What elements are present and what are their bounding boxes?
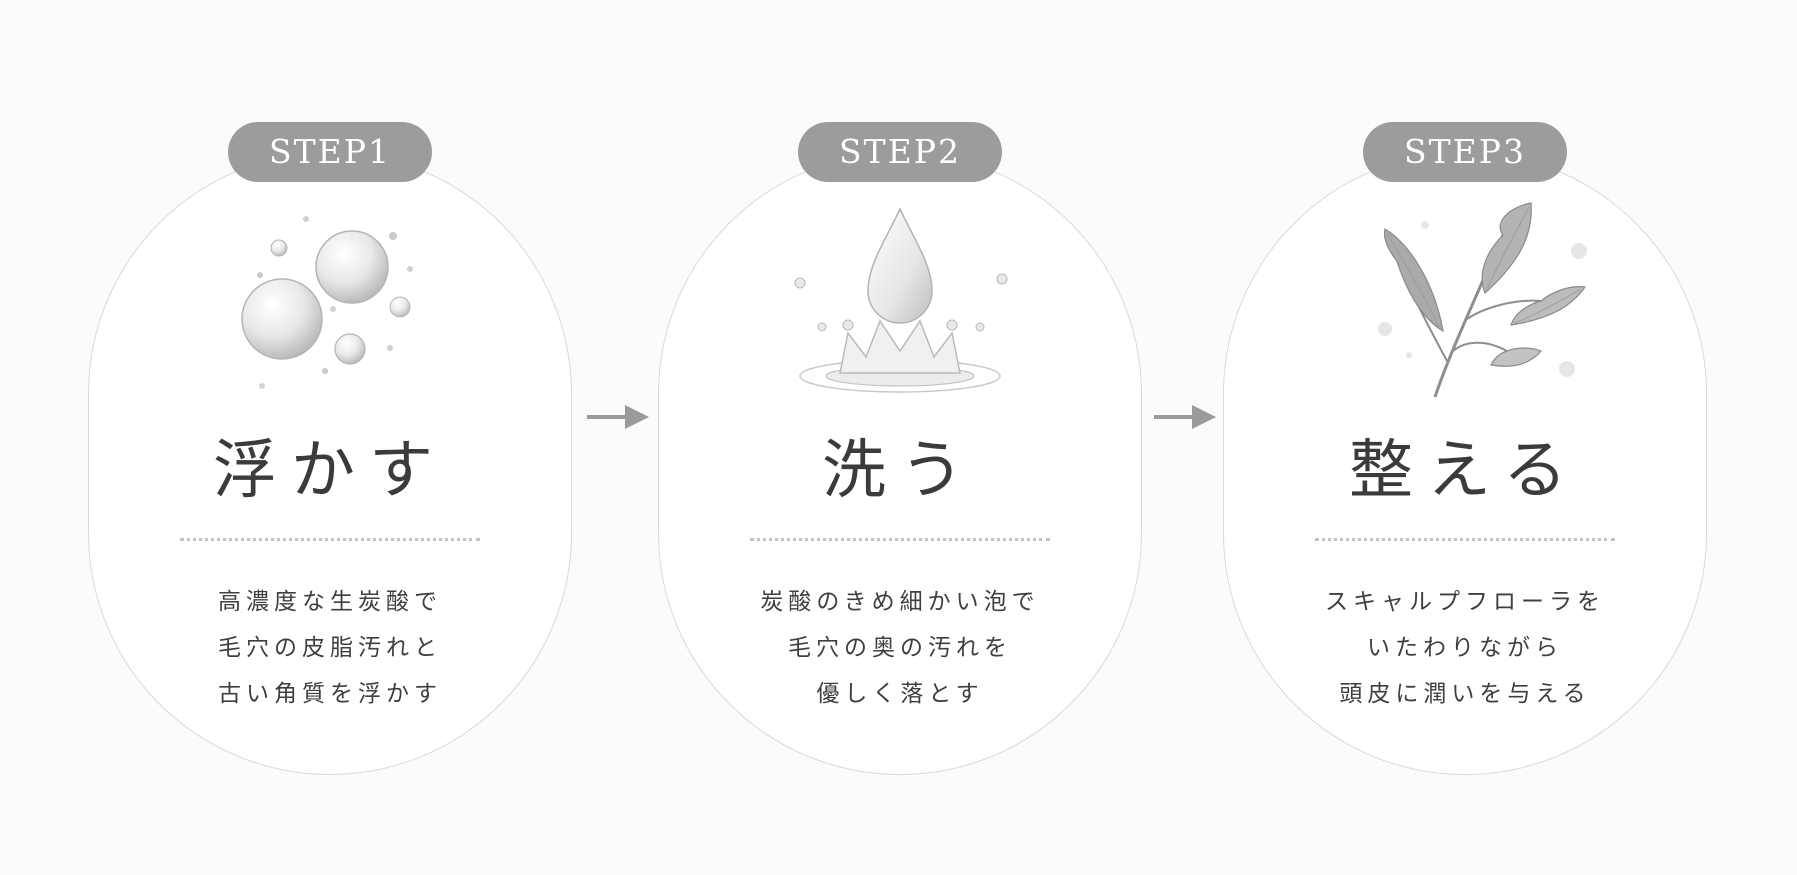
dotted-divider [180,538,480,541]
step-card-1: STEP1 浮かす 高濃度な生炭酸で 毛穴の皮脂汚れと 古い角質を浮かす [88,122,572,775]
step-badge: STEP3 [1363,122,1567,182]
arrow-right-icon [587,405,649,429]
description-line: 優しく落とす [816,681,984,707]
step-badge: STEP1 [228,122,432,182]
step-description: 高濃度な生炭酸で 毛穴の皮脂汚れと 古い角質を浮かす [89,579,571,717]
leaf-icon [1378,202,1587,398]
step-title: 浮かす [213,434,447,508]
arrow-right-icon [1154,405,1216,429]
step-description: スキャルプフローラを いたわりながら 頭皮に潤いを与える [1224,579,1706,717]
water-drop-splash-icon [794,207,1008,393]
description-line: 毛穴の皮脂汚れと [218,635,442,661]
description-line: 炭酸のきめ細かい泡で [760,589,1040,615]
description-line: 毛穴の奥の汚れを [788,635,1012,661]
step-badge: STEP2 [798,122,1002,182]
description-line: いたわりながら [1367,635,1563,661]
description-line: 古い角質を浮かす [218,681,442,707]
step-title: 洗う [822,434,978,508]
step-card-3: STEP3 整える スキャルプフローラを いたわりながら 頭皮に潤いを与える [1223,122,1707,775]
description-line: 頭皮に潤いを与える [1339,681,1591,707]
step-description: 炭酸のきめ細かい泡で 毛穴の奥の汚れを 優しく落とす [659,579,1141,717]
dotted-divider [1315,538,1615,541]
description-line: 高濃度な生炭酸で [218,589,442,615]
dotted-divider [750,538,1050,541]
step-card-2: STEP2 洗う 炭酸のきめ細かい泡で 毛穴の奥の汚れを 優しく落とす [658,122,1142,775]
step-title: 整える [1348,434,1582,508]
bubbles-icon [241,216,413,389]
description-line: スキャルプフローラを [1325,589,1605,615]
